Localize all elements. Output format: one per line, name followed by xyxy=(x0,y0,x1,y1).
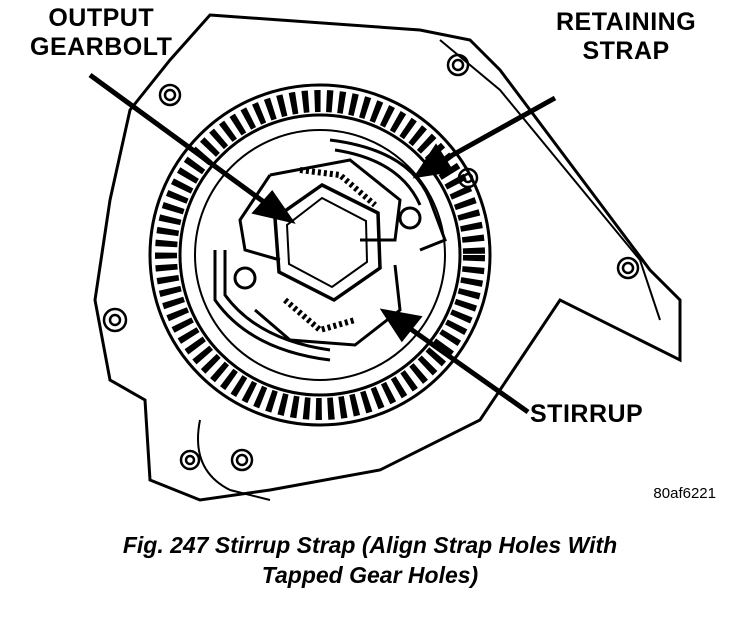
retaining-strap-label-line2: STRAP xyxy=(582,37,670,65)
output-gearbolt-label-line1: OUTPUT xyxy=(48,4,155,32)
retaining-strap xyxy=(213,138,447,362)
caption-line2: Tapped Gear Holes) xyxy=(261,562,479,588)
figure-caption: Fig. 247 Stirrup Strap (Align Strap Hole… xyxy=(40,530,700,590)
stirrup-strap-diagram xyxy=(88,13,682,502)
retaining-strap-label-line1: RETAINING xyxy=(556,8,697,36)
output-gearbolt-label: OUTPUT GEARBOLT xyxy=(30,4,172,62)
output-gearbolt xyxy=(273,182,382,303)
figure-id: 80af6221 xyxy=(653,485,716,502)
housing-lower-lobe xyxy=(197,419,271,501)
stirrup-label: STIRRUP xyxy=(530,400,644,428)
ring-gear xyxy=(148,83,492,427)
leader-arrows xyxy=(88,72,557,415)
caption-line1: Fig. 247 Stirrup Strap (Align Strap Hole… xyxy=(122,532,618,558)
mounting-holes xyxy=(102,53,640,472)
retaining-strap-label: RETAINING STRAP xyxy=(556,8,696,66)
output-gearbolt-label-line2: GEARBOLT xyxy=(30,33,173,61)
housing-flange xyxy=(439,39,661,321)
housing-outline xyxy=(93,13,682,502)
stirrup xyxy=(238,158,402,347)
